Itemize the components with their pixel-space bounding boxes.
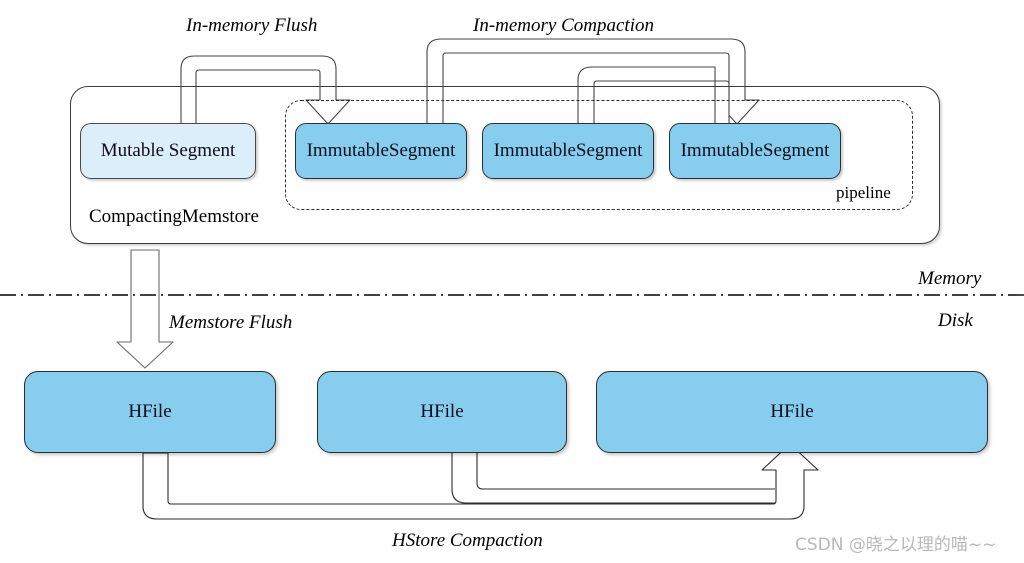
- immutable-segment-box-2[interactable]: ImmutableSegment: [482, 123, 654, 179]
- pipeline-label: pipeline: [836, 183, 891, 202]
- compacting-memstore-label: CompactingMemstore: [89, 206, 259, 227]
- mutable-segment-box[interactable]: Mutable Segment: [80, 123, 256, 179]
- pipeline-container: [285, 100, 913, 210]
- hfile-label-3: HFile: [770, 400, 814, 422]
- memstore-flush-label: Memstore Flush: [169, 312, 293, 333]
- hfile-box-2[interactable]: HFile: [317, 371, 567, 453]
- hfile-box-1[interactable]: HFile: [24, 371, 276, 453]
- memory-label: Memory: [918, 268, 982, 289]
- disk-label: Disk: [938, 310, 973, 331]
- immutable-segment-label-1: ImmutableSegment: [306, 139, 456, 161]
- watermark-text: CSDN @晓之以理的喵~~: [795, 535, 997, 555]
- mutable-segment-label: Mutable Segment: [100, 139, 236, 161]
- hfile-label-1: HFile: [128, 400, 172, 422]
- immutable-segment-box-3[interactable]: ImmutableSegment: [669, 123, 841, 179]
- compacting-memstore-container: [70, 86, 940, 244]
- immutable-segment-label-3: ImmutableSegment: [680, 139, 830, 161]
- memstore-flush-arrow: [116, 249, 174, 369]
- immutable-segment-box-1[interactable]: ImmutableSegment: [295, 123, 467, 179]
- hfile-box-3[interactable]: HFile: [596, 371, 988, 453]
- in-memory-compaction-label: In-memory Compaction: [473, 15, 654, 36]
- hstore-compaction-label: HStore Compaction: [392, 530, 543, 551]
- in-memory-flush-label: In-memory Flush: [186, 15, 318, 36]
- hstore-compaction-branch: [451, 453, 775, 504]
- hstore-compaction-arrow: [142, 443, 819, 520]
- immutable-segment-label-2: ImmutableSegment: [493, 139, 643, 161]
- hfile-label-2: HFile: [420, 400, 464, 422]
